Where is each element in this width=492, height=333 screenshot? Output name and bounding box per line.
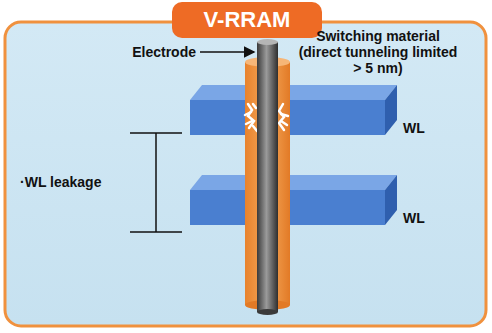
material-label: Switching material (direct tunneling lim… — [298, 28, 458, 76]
title-text: V-RRAM — [172, 2, 322, 38]
leader-arrow — [200, 51, 254, 53]
title-tab — [172, 2, 322, 38]
electrode-pillar — [257, 39, 278, 315]
dimension-label: ·WL leakage — [20, 174, 150, 190]
word-line-label: WL — [403, 210, 443, 226]
word-line-slab — [190, 175, 397, 225]
dimension-bracket — [130, 133, 182, 232]
word-line-slab — [190, 85, 397, 135]
part-label: Electrode — [100, 44, 196, 60]
word-line-label: WL — [403, 120, 443, 136]
panel — [5, 22, 486, 326]
